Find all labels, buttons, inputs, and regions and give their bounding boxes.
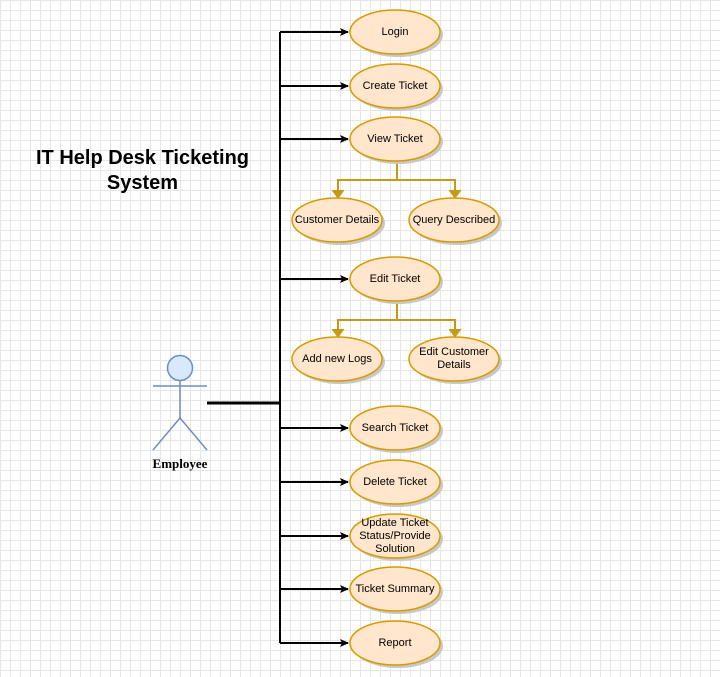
branch-query-described — [396, 160, 456, 196]
ellipse-add-new-logs — [291, 336, 383, 382]
actor-leg-left — [152, 417, 181, 451]
ellipse-update-ticket — [349, 513, 441, 559]
diagram-title-line-1: IT Help Desk Ticketing — [35, 147, 250, 169]
use-case-view-ticket[interactable]: View Ticket — [367, 132, 423, 145]
actor-employee[interactable] — [152, 354, 208, 451]
use-case-query-described[interactable]: Query Described — [412, 213, 496, 226]
ellipse-view-ticket — [349, 116, 441, 162]
use-case-delete-ticket[interactable]: Delete Ticket — [363, 475, 427, 488]
use-case-create-ticket[interactable]: Create Ticket — [362, 79, 428, 92]
ellipse-report — [349, 620, 441, 666]
use-case-customer-details[interactable]: Customer Details — [294, 213, 380, 226]
diagram-title: IT Help Desk Ticketing System — [20, 146, 265, 196]
use-case-ellipses — [291, 9, 502, 668]
branch-customer-details — [337, 160, 398, 196]
view-ticket-branches — [331, 160, 462, 199]
actor-head — [166, 354, 194, 382]
use-case-report[interactable]: Report — [378, 636, 412, 649]
ellipse-edit-ticket — [349, 256, 441, 302]
use-case-ticket-summary[interactable]: Ticket Summary — [355, 582, 435, 595]
ellipse-edit-customer-details — [408, 336, 500, 382]
ellipse-search-ticket — [349, 405, 441, 451]
edit-ticket-branches — [331, 300, 462, 338]
use-case-edit-ticket[interactable]: Edit Ticket — [369, 272, 421, 285]
ellipse-customer-details — [291, 197, 383, 243]
use-case-search-ticket[interactable]: Search Ticket — [361, 421, 429, 434]
ellipse-login — [349, 9, 441, 55]
ellipse-delete-ticket — [349, 459, 441, 505]
branch-add-new-logs — [337, 300, 398, 335]
ellipse-query-described — [408, 197, 500, 243]
use-case-add-new-logs[interactable]: Add new Logs — [302, 352, 372, 365]
use-case-edit-customer-details[interactable]: Edit Customer Details — [419, 346, 489, 371]
use-case-login[interactable]: Login — [381, 25, 409, 38]
connector-lines — [207, 28, 349, 647]
branch-edit-customer-details — [396, 300, 456, 335]
actor-label: Employee — [152, 456, 208, 471]
ellipse-create-ticket — [349, 63, 441, 109]
diagram-title-line-2: System — [106, 172, 179, 194]
use-case-update-ticket-status[interactable]: Update Ticket Status/Provide Solution — [359, 516, 431, 555]
ellipse-ticket-summary — [349, 566, 441, 612]
actor-leg-right — [179, 417, 208, 451]
